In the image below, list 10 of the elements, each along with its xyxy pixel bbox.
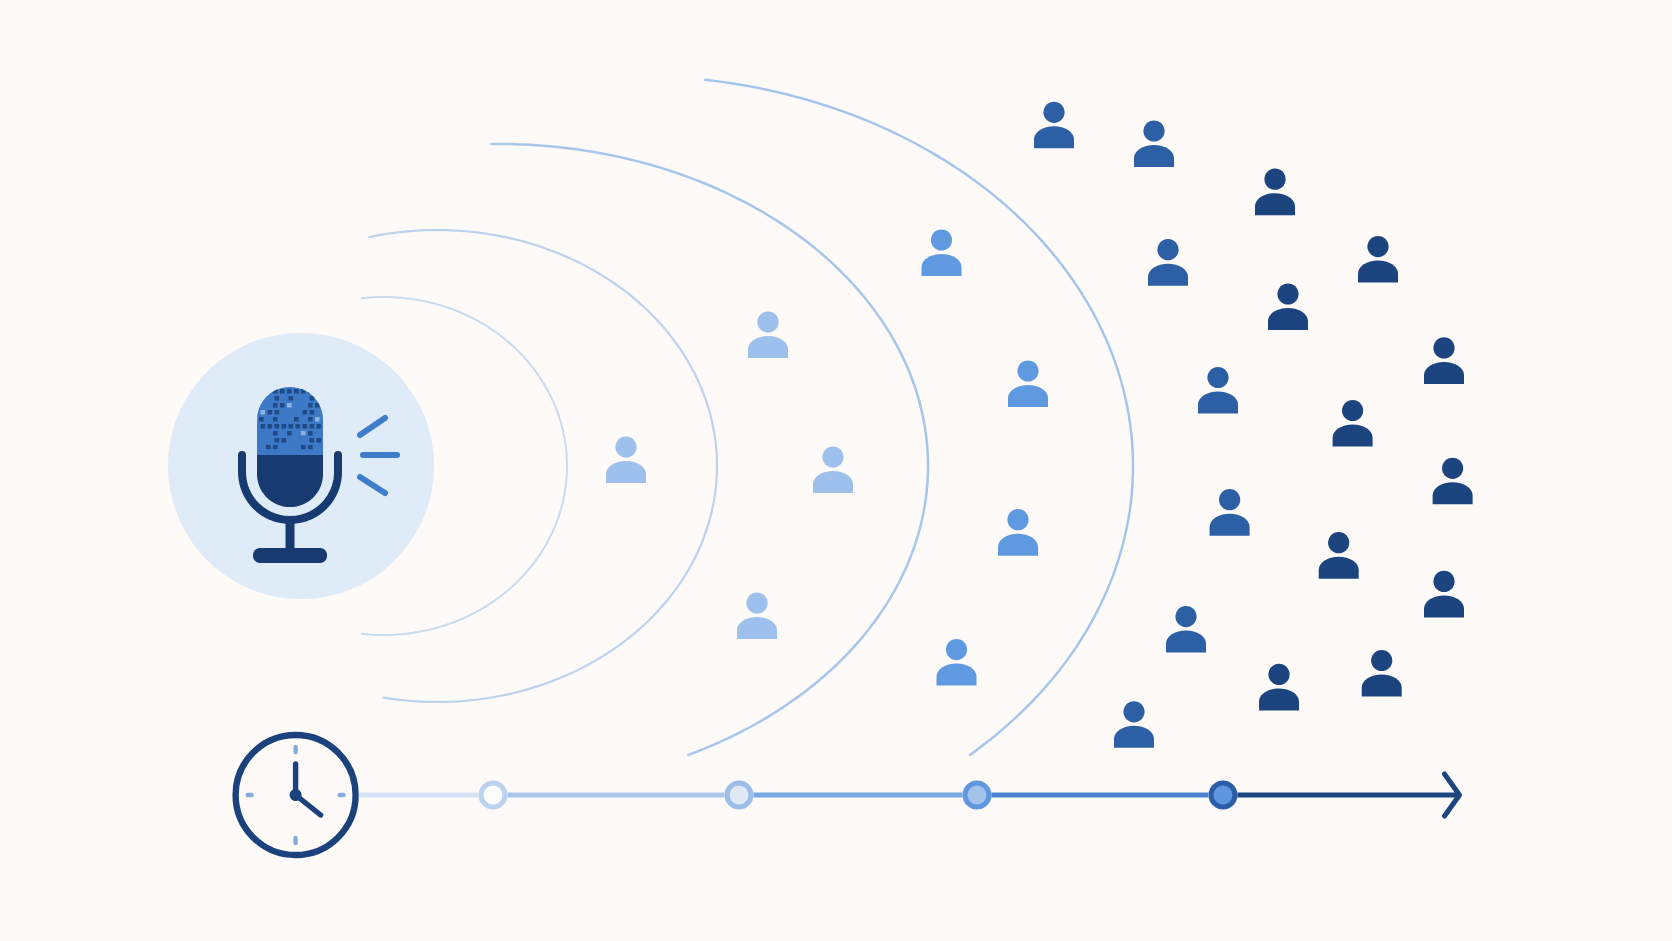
timeline-dot xyxy=(962,780,992,810)
timeline-line xyxy=(991,792,1209,798)
clock-icon xyxy=(232,731,359,859)
timeline-line xyxy=(753,792,963,798)
timeline-dot xyxy=(478,780,508,810)
timeline-line xyxy=(358,792,479,798)
timeline-dot xyxy=(1208,780,1238,810)
timeline-arrow xyxy=(1237,771,1462,819)
timeline-line xyxy=(507,792,725,798)
timeline-dot xyxy=(724,780,754,810)
